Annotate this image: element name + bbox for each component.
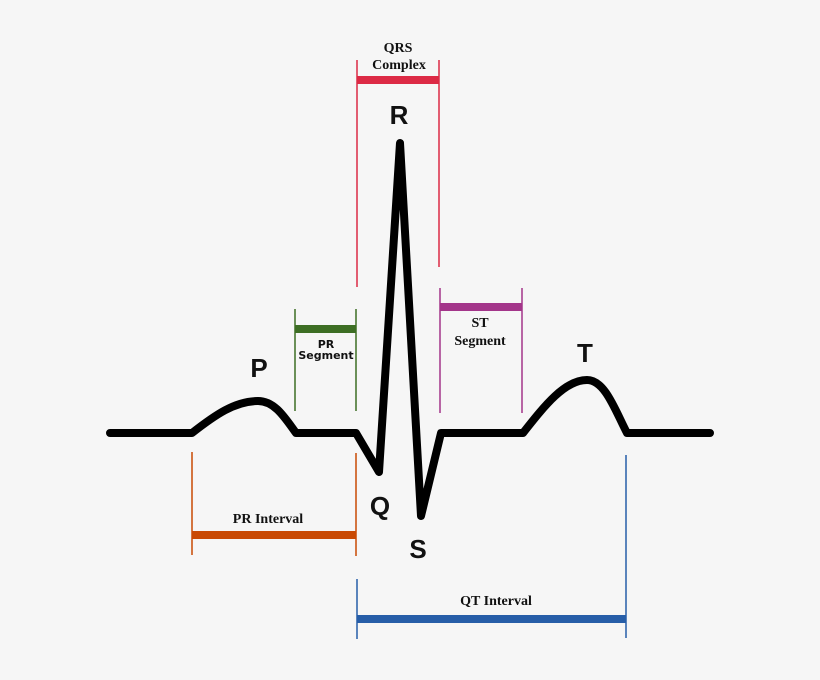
qt-interval-label: QT Interval [460, 594, 532, 609]
ecg-waveform [106, 139, 714, 520]
s-wave-label: S [409, 534, 426, 564]
pr-interval-bracket [191, 452, 357, 556]
q-wave-label: Q [370, 491, 390, 521]
qrs-label-line1: QRS [384, 41, 413, 56]
st-segment-label-line1: ST [471, 316, 489, 331]
pr-segment-bracket [294, 309, 357, 411]
qrs-complex-bracket [356, 60, 440, 287]
pr-segment-label-line2: Segment [298, 349, 353, 362]
pr-interval-label: PR Interval [233, 512, 303, 527]
t-wave-label: T [577, 338, 593, 368]
qrs-label-line2: Complex [372, 58, 426, 73]
r-wave-label: R [390, 100, 409, 130]
st-segment-bracket [439, 288, 523, 413]
qt-interval-bracket [356, 455, 627, 639]
st-segment-label-line2: Segment [454, 334, 506, 349]
pr-segment-label-line1: PR [318, 338, 335, 351]
p-wave-label: P [250, 353, 267, 383]
